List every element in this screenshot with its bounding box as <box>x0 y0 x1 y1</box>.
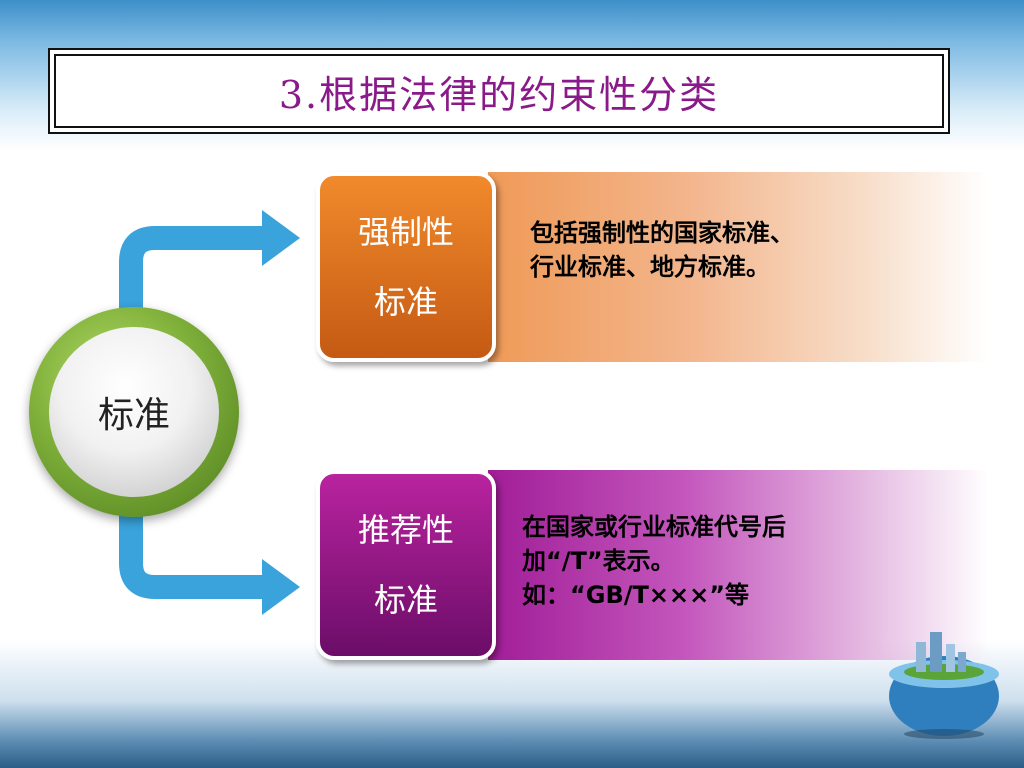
arrow-down-branch <box>119 480 265 599</box>
recommended-line2: 标准 <box>373 581 438 619</box>
recommended-description: 在国家或行业标准代号后 加“/T”表示。 如：“GB/T×××”等 <box>522 510 786 612</box>
title-inner-frame: 3.根据法律的约束性分类 <box>54 54 944 128</box>
recommended-desc-line: 如：“GB/T×××”等 <box>522 581 750 609</box>
title-frame: 3.根据法律的约束性分类 <box>48 48 950 134</box>
mandatory-description: 包括强制性的国家标准、 行业标准、地方标准。 <box>530 216 794 284</box>
mandatory-desc-line: 行业标准、地方标准。 <box>530 253 770 281</box>
arrow-down-head <box>262 559 300 615</box>
recommended-desc-line: 在国家或行业标准代号后 <box>522 513 786 541</box>
mandatory-line1: 强制性 <box>357 213 454 251</box>
recommended-line1: 推荐性 <box>357 511 454 549</box>
recommended-desc-line: 加“/T”表示。 <box>522 547 675 575</box>
mandatory-line2: 标准 <box>373 283 438 321</box>
mandatory-standard-box: 强制性 标准 <box>316 172 496 362</box>
recommended-standard-box: 推荐性 标准 <box>316 470 496 660</box>
arrow-up-branch <box>119 226 265 345</box>
city-globe-icon <box>889 632 999 739</box>
standard-hub-circle: 标准 <box>29 307 239 517</box>
page-title: 3.根据法律的约束性分类 <box>278 72 720 117</box>
standard-hub-inner: 标准 <box>49 327 219 497</box>
arrow-up-head <box>262 210 300 266</box>
hub-label: 标准 <box>97 395 170 436</box>
mandatory-desc-line: 包括强制性的国家标准、 <box>530 219 794 247</box>
recommended-band <box>488 470 988 660</box>
mandatory-band <box>488 172 988 362</box>
